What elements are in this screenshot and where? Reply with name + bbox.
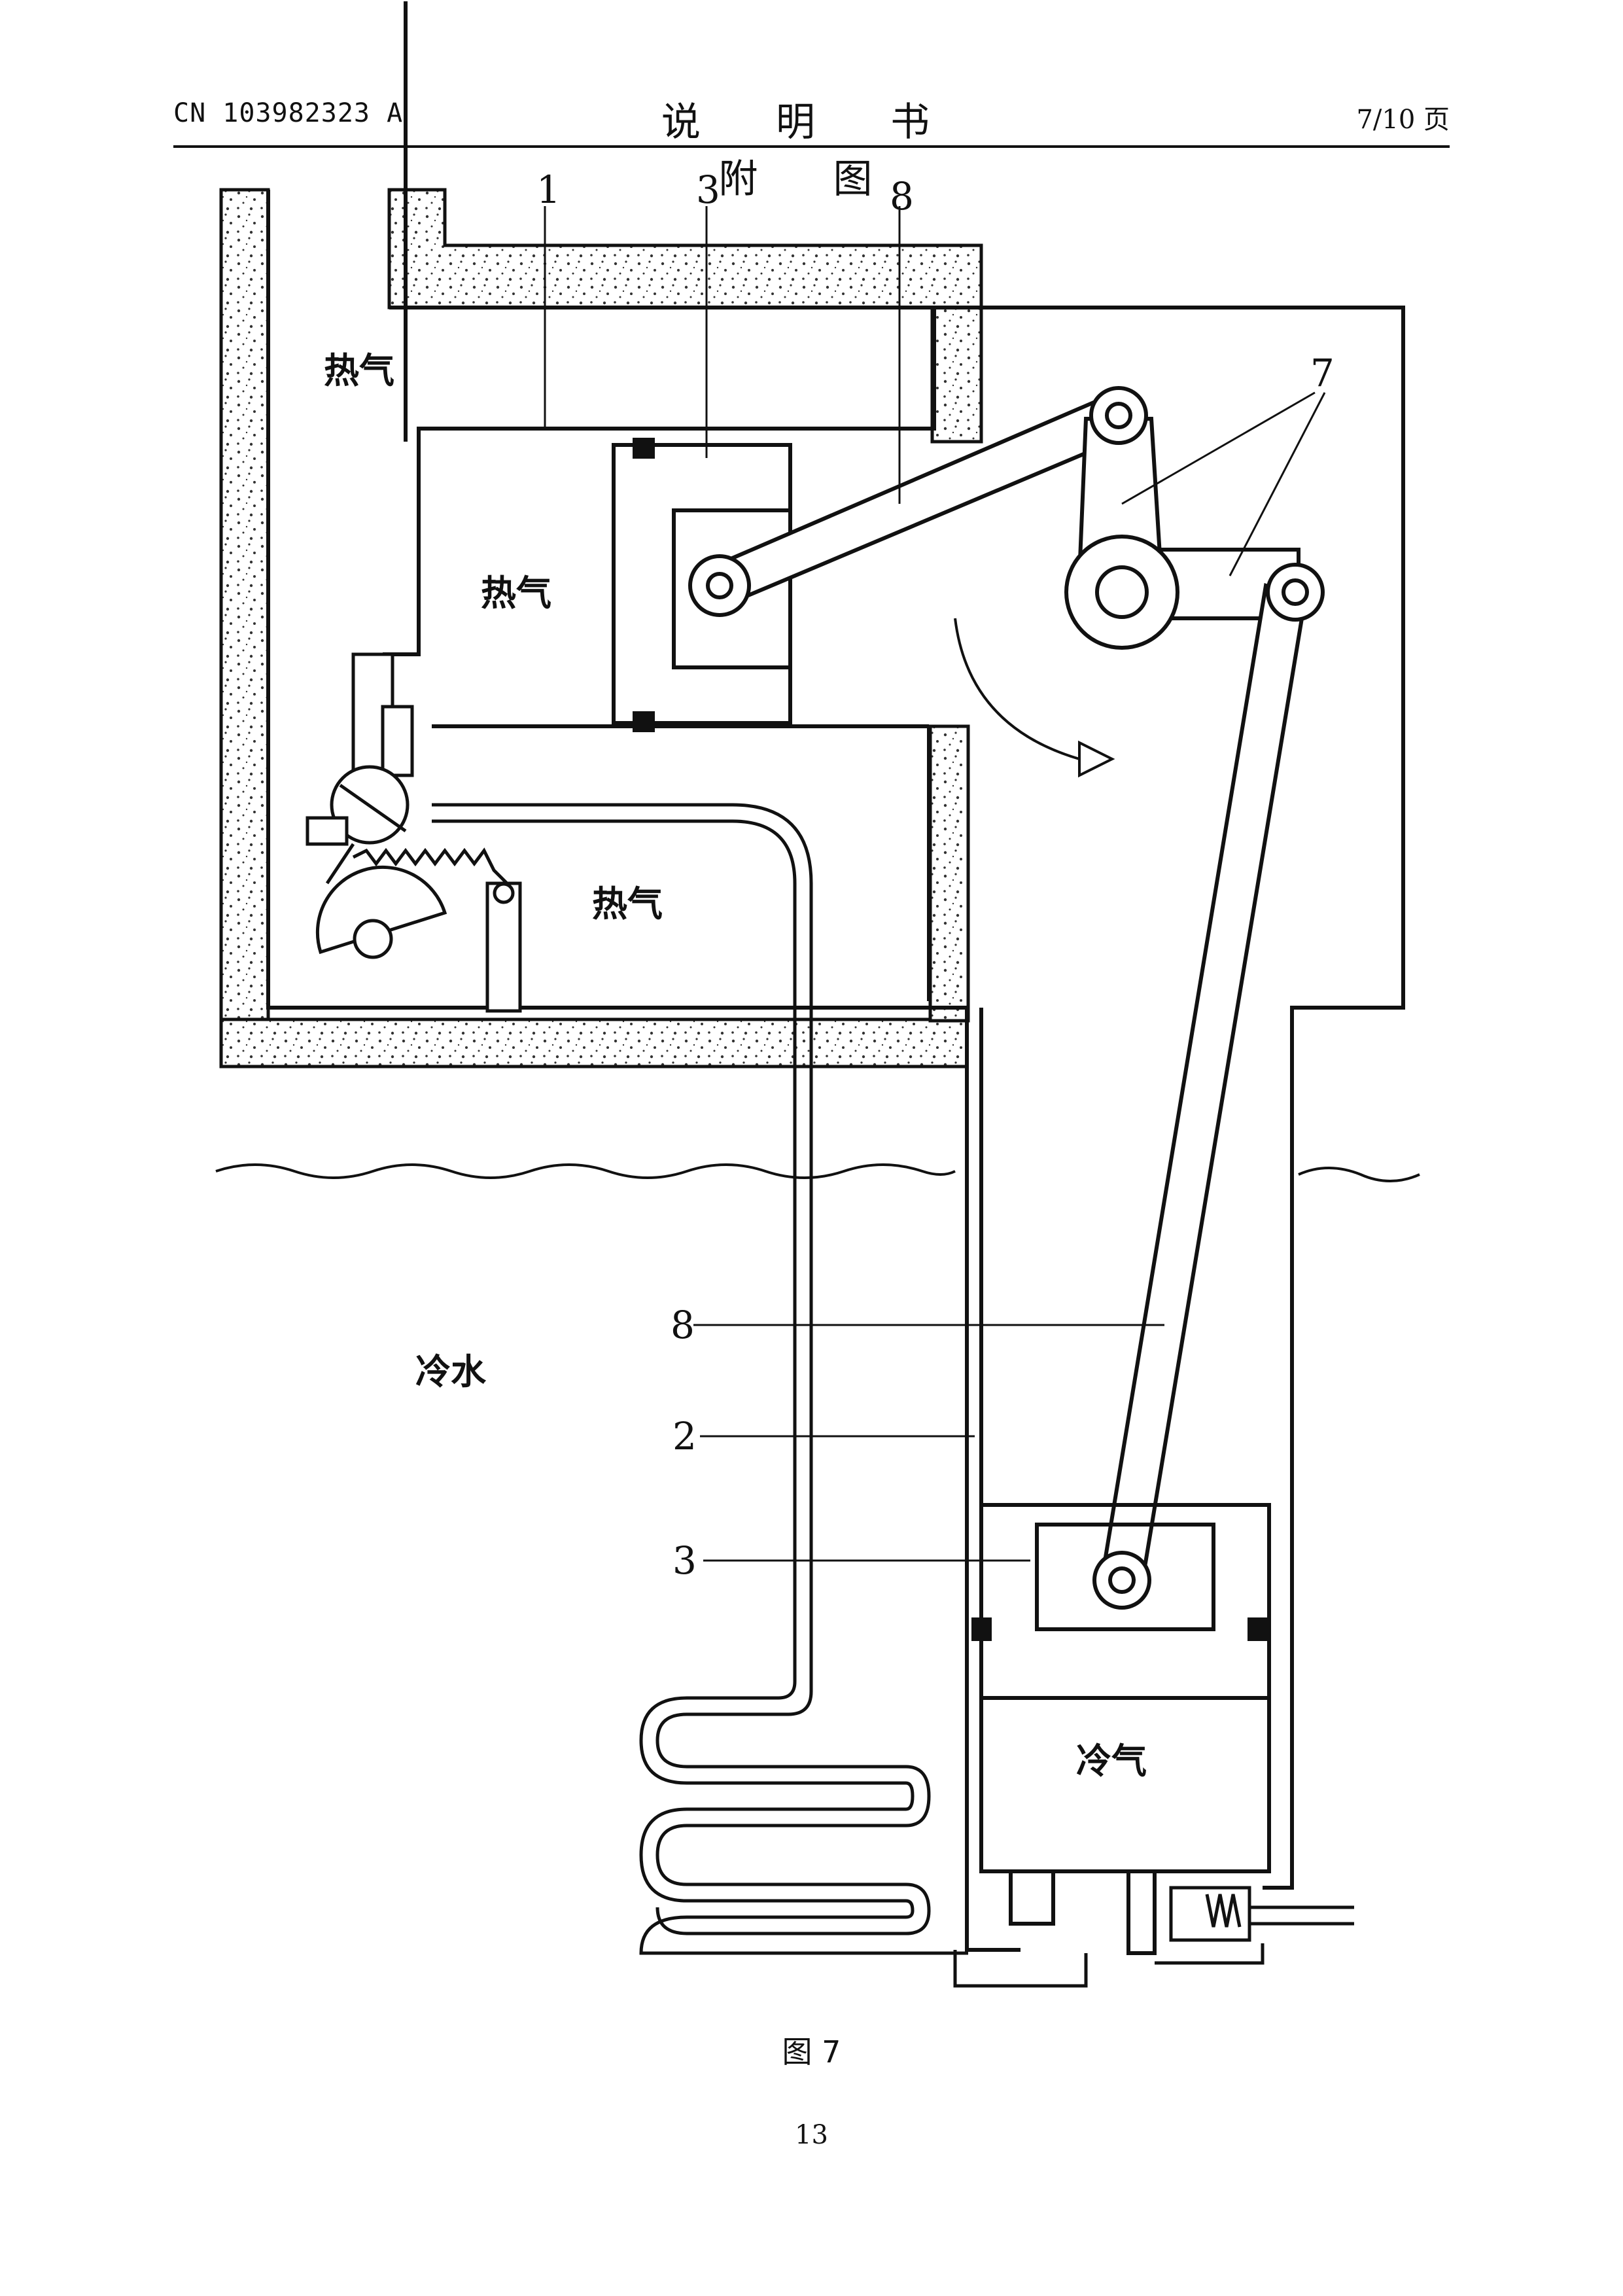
zone-cold-air: 冷气 — [1076, 1740, 1147, 1782]
callout-leaders — [544, 206, 1326, 1562]
callout-3-top: 3 — [696, 168, 720, 212]
figure-caption: 图 7 — [782, 2034, 841, 2070]
section-title: 说 明 书 附 图 — [661, 99, 962, 202]
header-rule — [173, 145, 1450, 148]
cold-cylinder — [971, 1008, 1271, 1955]
regenerator-tube — [432, 803, 968, 1955]
water-surface — [215, 1163, 1420, 1182]
callout-1: 1 — [536, 168, 561, 212]
zone-cold-water: 冷水 — [415, 1351, 487, 1392]
outlet-check-valve — [953, 1886, 1354, 1988]
engine-housing — [266, 1, 1405, 1952]
callout-8-top: 8 — [890, 174, 914, 219]
zone-hot-air-cylinder: 热气 — [481, 573, 551, 614]
zone-labels: 热气 热气 热气 冷水 冷气 — [324, 350, 1147, 1782]
zone-hot-air-lower: 热气 — [592, 883, 663, 925]
page-number: 13 — [795, 2120, 828, 2150]
callout-7: 7 — [1310, 351, 1335, 395]
rotation-arrow — [954, 618, 1115, 778]
zone-hot-air-outer: 热气 — [324, 350, 394, 391]
page-of-total: 7/10 页 — [1356, 105, 1450, 135]
valve-assembly — [305, 652, 522, 1013]
callout-labels: 1 3 8 7 8 2 3 — [536, 168, 1335, 1583]
callout-8-lower: 8 — [671, 1303, 695, 1347]
callout-3-lower: 3 — [672, 1538, 697, 1583]
linkage-mechanism — [688, 386, 1325, 1610]
insulation-layer — [219, 188, 983, 1069]
publication-number: CN 103982323 A — [173, 98, 404, 128]
callout-2: 2 — [672, 1414, 697, 1458]
hot-cylinder — [612, 438, 792, 732]
